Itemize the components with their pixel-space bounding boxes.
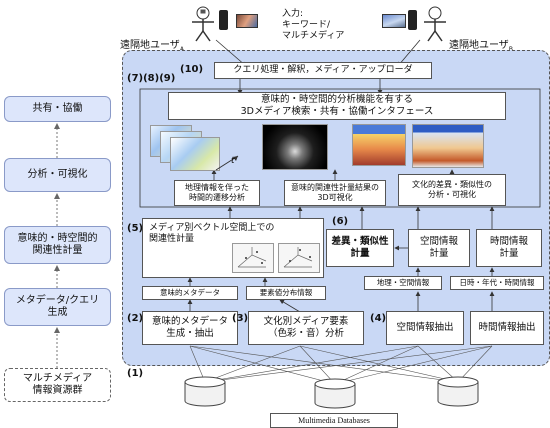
user-a-phone-icon: [219, 10, 228, 30]
viz-culture-line2: 分析・可視化: [428, 190, 476, 199]
input-line3: マルチメディア: [282, 31, 345, 41]
diff-line1: 差異・類似性: [331, 236, 389, 248]
space-measure-line2: 計量: [429, 248, 449, 259]
spatial-extract-box: 空間情報抽出: [386, 311, 464, 345]
user-a-person-icon: [192, 6, 214, 42]
left-column-arrows: [54, 123, 60, 368]
left-semantic-box: 意味的・時空間的 関連性計量: [4, 226, 111, 264]
viz-geo-temporal-box: 地理情報を伴った 時間的遷移分析: [174, 180, 260, 206]
user-b-subscript: B: [509, 46, 513, 53]
interface-line1: 意味的・時空間的分析機能を有する: [260, 94, 413, 106]
time-axis-arrow: [215, 155, 239, 171]
db-label-box: Multimedia Databases: [270, 413, 398, 428]
culture-analysis-line1: 文化別メディア要素: [263, 316, 349, 328]
element-dist-label: 要素値分布情報: [259, 288, 313, 298]
left-meta-line2: 生成: [47, 307, 68, 318]
time-axis-label: t: [231, 156, 235, 166]
user-a-subscript: A: [180, 46, 184, 53]
time-measure-box: 時間情報 計量: [476, 229, 542, 267]
left-analyze-box: 分析・可視化: [4, 158, 111, 192]
culture-analysis-box: 文化別メディア要素 （色彩・音）分析: [248, 311, 364, 345]
left-source-line2: 情報資源群: [32, 385, 83, 396]
left-source-box: マルチメディア 情報資源群: [4, 368, 111, 402]
vector-plot-icon-2: [278, 243, 320, 273]
input-line2: キーワード/: [282, 20, 331, 30]
diff-number: (6): [332, 216, 349, 227]
user-b-person-icon: [424, 6, 446, 42]
semantic-meta-label: 意味的メタデータ: [160, 288, 220, 298]
viz-culture-box: 文化的差異・類似性の 分析・可視化: [398, 174, 506, 206]
user-a-screen-icon: [236, 14, 258, 28]
viz-culture-line1: 文化的差異・類似性の: [412, 180, 492, 189]
viz-3d-line1: 意味的関連性計量結果の: [291, 183, 379, 192]
space-measure-box: 空間情報 計量: [408, 229, 470, 267]
gen-number: (2): [127, 313, 144, 324]
space-measure-line1: 空間情報: [419, 236, 458, 248]
thumb-3d-visual: [262, 124, 328, 170]
left-meta-line1: メタデータ/クエリ: [15, 294, 100, 306]
time-extract-box: 時間情報抽出: [470, 311, 544, 345]
db-label: Multimedia Databases: [298, 415, 370, 425]
culture-number: (3): [232, 313, 249, 324]
viz-3d-line2: 3D可視化: [317, 193, 353, 202]
input-line1: 入力:: [282, 9, 304, 19]
time-info-label-box: 日時・年代・時間情報: [450, 276, 544, 290]
spatial-number: (4): [370, 313, 387, 324]
interface-line2: 3Dメディア検索・共有・協働インタフェース: [240, 106, 434, 117]
left-semantic-line2: 関連性計量: [32, 245, 83, 256]
time-measure-line1: 時間情報: [489, 236, 528, 248]
element-dist-label-box: 要素値分布情報: [246, 286, 326, 300]
query-number: (10): [180, 64, 204, 75]
left-semantic-line1: 意味的・時空間的: [17, 232, 98, 244]
thumb-culture-1: [352, 124, 406, 166]
semantic-meta-label-box: 意味的メタデータ: [142, 286, 238, 300]
spatial-extract-label: 空間情報抽出: [396, 322, 454, 334]
viz-3d-box: 意味的関連性計量結果の 3D可視化: [284, 180, 386, 206]
left-source-line1: マルチメディア: [22, 372, 93, 384]
vector-line1: メディア別ベクトル空間上での: [149, 223, 275, 233]
user-b-label: 遠隔地ユーザB: [449, 36, 513, 53]
viz-geo-temporal-line1: 地理情報を伴った: [185, 183, 249, 192]
database-icon-3: [437, 376, 479, 407]
viz-geo-temporal-line2: 時間的遷移分析: [189, 193, 245, 202]
user-b-screen-icon: [382, 14, 406, 28]
left-share-label: 共有・協働: [32, 102, 83, 114]
culture-analysis-line2: （色彩・音）分析: [267, 328, 344, 339]
vector-number: (5): [127, 223, 144, 234]
user-a-label: 遠隔地ユーザA: [120, 36, 184, 53]
query-box: クエリ処理・解釈，メディア・アップローダ: [214, 62, 432, 79]
vector-plot-icon-1: [232, 243, 274, 273]
time-measure-line2: 計量: [499, 248, 519, 259]
semantic-gen-line1: 意味的メタデータ: [151, 316, 228, 328]
semantic-gen-box: 意味的メタデータ 生成・抽出: [142, 311, 238, 345]
time-extract-label: 時間情報抽出: [478, 322, 536, 334]
left-share-box: 共有・協働: [4, 96, 111, 122]
thumb-timeline-3: [170, 137, 220, 171]
geo-info-label-box: 地理・空間情報: [364, 276, 442, 290]
time-info-label: 日時・年代・時間情報: [459, 278, 535, 288]
diff-similarity-box: 差異・類似性 計量: [326, 229, 394, 267]
database-icon-1: [184, 376, 226, 407]
diff-line2: 計量: [350, 248, 370, 259]
database-icon-2: [314, 378, 356, 409]
query-label: クエリ処理・解釈，メディア・アップローダ: [233, 64, 413, 75]
db-number: (1): [127, 368, 144, 379]
geo-info-label: 地理・空間情報: [376, 278, 430, 288]
semantic-gen-line2: 生成・抽出: [166, 328, 214, 339]
left-meta-box: メタデータ/クエリ 生成: [4, 288, 111, 326]
vector-line2: 関連性計量: [149, 234, 195, 245]
left-analyze-label: 分析・可視化: [27, 168, 88, 180]
interface-number: (7)(8)(9): [127, 73, 176, 84]
thumb-culture-2: [412, 124, 484, 168]
interface-box: 意味的・時空間的分析機能を有する 3Dメディア検索・共有・協働インタフェース: [168, 92, 506, 120]
user-b-phone-icon: [408, 10, 417, 30]
